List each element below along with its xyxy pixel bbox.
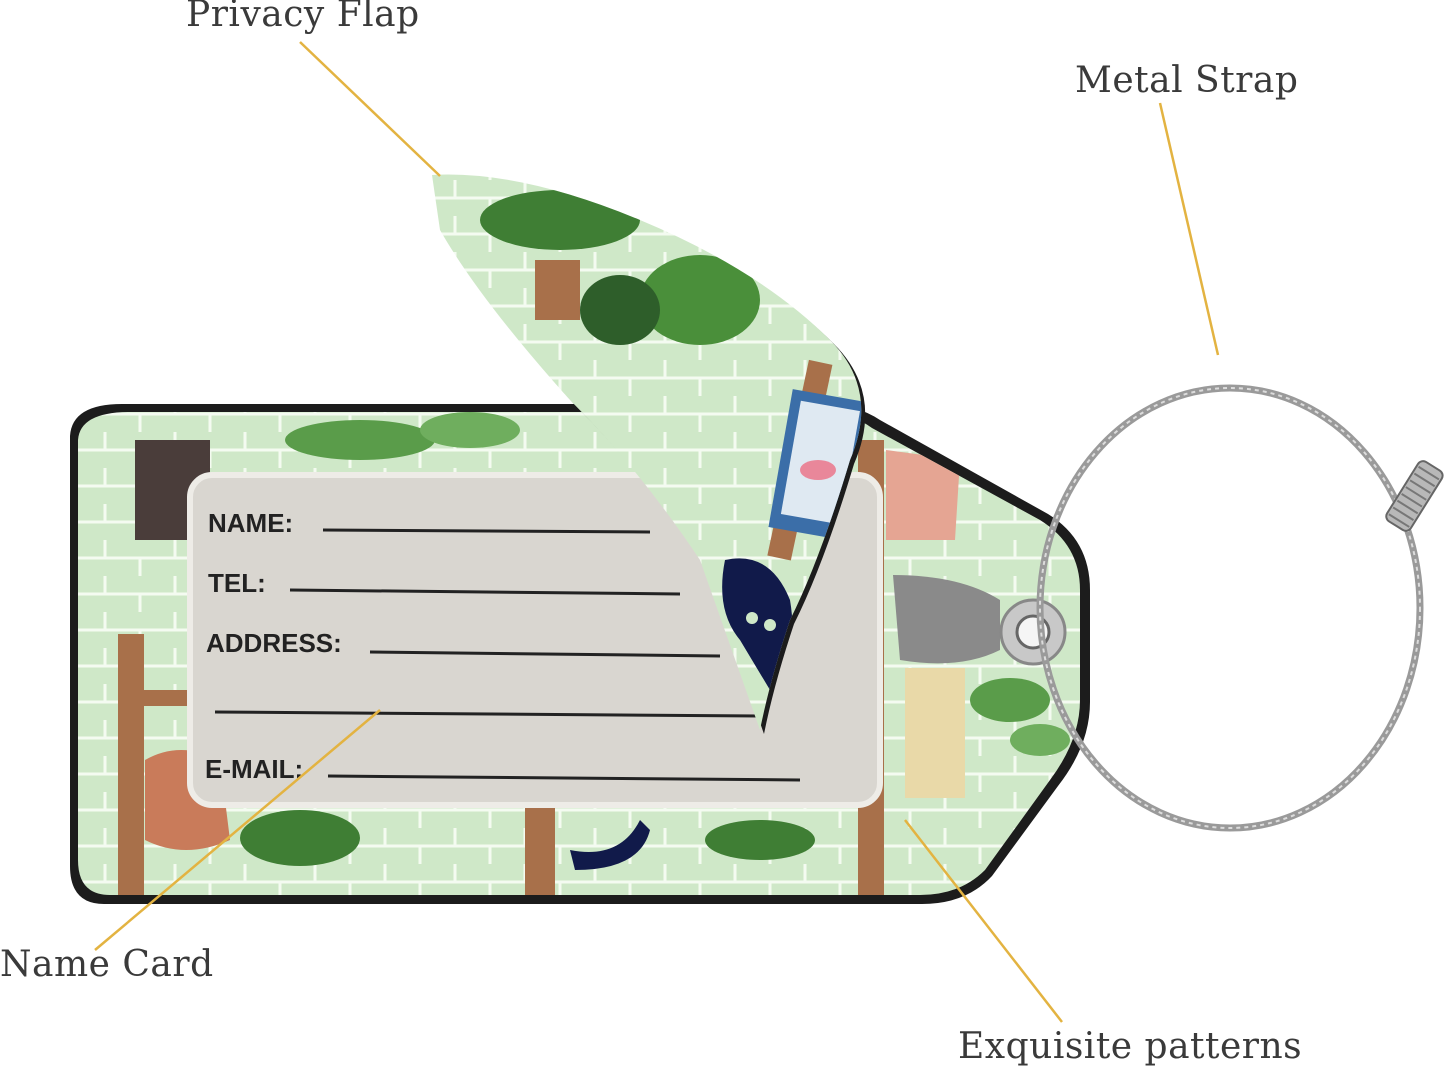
vase-icon xyxy=(893,575,1000,664)
leaf-icon xyxy=(420,412,520,448)
email-label: E-MAIL: xyxy=(205,754,303,784)
address-line xyxy=(369,650,721,658)
cat-icon xyxy=(722,558,793,690)
tel-line xyxy=(289,588,681,596)
name-line xyxy=(322,528,651,534)
cat-eye xyxy=(746,612,758,624)
callout-lines xyxy=(94,41,1220,1023)
patterned-pot-icon xyxy=(905,668,965,798)
leaf-icon xyxy=(705,820,815,860)
eyelet xyxy=(999,598,1067,666)
tel-label: TEL: xyxy=(208,568,266,598)
metal-strap-label: Metal Strap xyxy=(1075,60,1299,101)
privacy-flap-leader xyxy=(299,41,441,177)
screw-lock xyxy=(1385,460,1444,532)
leaf-icon xyxy=(285,420,435,460)
pot-icon xyxy=(535,260,580,320)
patterns-leader xyxy=(904,819,1063,1023)
leaf-icon xyxy=(970,678,1050,722)
leaf-icon xyxy=(580,275,660,345)
leaf-icon xyxy=(480,190,640,250)
metal-strap-leader xyxy=(1158,102,1220,356)
privacy-flap-label: Privacy Flap xyxy=(186,0,420,35)
cat-eye xyxy=(764,619,776,631)
address-label: ADDRESS: xyxy=(206,628,342,658)
name-card-label: Name Card xyxy=(0,944,214,985)
metal-strap xyxy=(1036,384,1444,832)
email-line xyxy=(327,774,801,782)
striped-pot-icon xyxy=(886,450,960,540)
leaf-icon xyxy=(640,255,760,345)
exquisite-patterns-label: Exquisite patterns xyxy=(958,1026,1303,1067)
name-card-leader xyxy=(94,709,381,951)
address-line-2 xyxy=(214,710,761,718)
fish-icon xyxy=(800,460,836,480)
leaf-icon xyxy=(1010,724,1070,756)
cat-tail-icon xyxy=(570,820,650,870)
name-label: NAME: xyxy=(208,508,293,538)
leaf-icon xyxy=(240,810,360,866)
